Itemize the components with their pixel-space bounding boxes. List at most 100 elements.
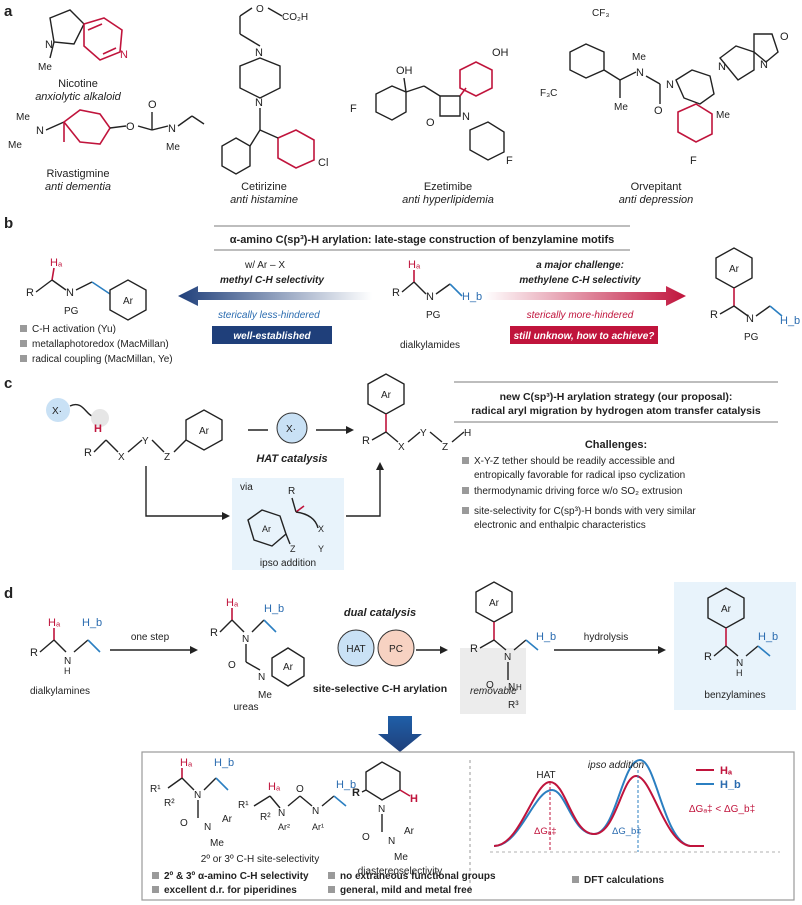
down-arrow — [378, 716, 422, 752]
svg-text:N: N — [462, 111, 470, 123]
svg-text:N: N — [66, 287, 74, 299]
cetirizine-structure: O CO₂H N N Cl — [221, 4, 328, 175]
svg-text:N: N — [242, 634, 249, 645]
svg-text:F: F — [350, 103, 357, 115]
svg-text:X·: X· — [286, 424, 296, 435]
via-arrow-in — [145, 466, 222, 517]
svg-text:Me: Me — [38, 62, 52, 73]
via-label: via — [240, 482, 253, 493]
svg-text:N: N — [204, 822, 211, 833]
orvepitant-structure: CF₃ F₃C Me N Me O N N O N Me F — [540, 8, 789, 167]
c-title-line1: new C(sp³)-H arylation strategy (our pro… — [500, 391, 733, 403]
svg-text:Me: Me — [16, 112, 30, 123]
svg-text:Y: Y — [142, 436, 149, 447]
hat-catalyst-text: HAT — [346, 644, 365, 655]
svg-text:Z: Z — [442, 442, 448, 453]
svg-text:Hₐ: Hₐ — [268, 781, 281, 793]
svg-text:OH: OH — [396, 65, 413, 77]
site-selectivity-examples: Hₐ H_b R¹ R² N O N Ar Me Hₐ R¹ R² N Ar² … — [150, 757, 356, 849]
svg-text:R: R — [352, 787, 360, 799]
c-title-line2: radical aryl migration by hydrogen atom … — [471, 405, 761, 417]
ipso-intermediate: Ar R X Y Z — [247, 486, 324, 554]
methylene-selectivity-label: methylene C-H selectivity — [519, 275, 641, 286]
svg-text:O: O — [362, 832, 370, 843]
svg-text:H: H — [94, 423, 102, 435]
site-selective-label: site-selective C-H arylation — [313, 683, 447, 695]
svg-text:R: R — [84, 447, 92, 459]
svg-text:N: N — [746, 313, 754, 325]
svg-text:O: O — [654, 105, 663, 117]
svg-text:H_b: H_b — [264, 603, 284, 615]
feature-item: 2º & 3º α-amino C-H selectivity — [164, 871, 309, 882]
svg-text:H_b: H_b — [462, 291, 482, 303]
svg-text:Ar: Ar — [721, 604, 732, 615]
svg-text:R¹: R¹ — [238, 800, 249, 811]
svg-text:N: N — [168, 123, 176, 135]
ipso-addition-box — [232, 478, 344, 570]
hat-catalysis-label: HAT catalysis — [256, 453, 327, 465]
drug-name-ezetimibe: Ezetimibe — [424, 181, 472, 193]
drug-use-rivastigmine: anti dementia — [45, 181, 111, 193]
svg-text:R: R — [704, 651, 712, 663]
methyl-arylation-product: R Hₐ N PG Ar — [26, 257, 147, 321]
drug-use-orvepitant: anti depression — [619, 194, 694, 206]
hat-catalyst-circle — [337, 629, 375, 667]
one-step-label: one step — [131, 632, 170, 643]
svg-text:PG: PG — [64, 306, 79, 317]
drug-name-rivastigmine: Rivastigmine — [47, 168, 110, 180]
well-established-text: well-established — [233, 331, 311, 342]
rivastigmine-structure: Me N Me O O N Me — [8, 99, 205, 153]
svg-text:PG: PG — [744, 332, 759, 343]
summary-box — [141, 751, 795, 901]
svg-text:R: R — [288, 486, 295, 497]
svg-text:R: R — [362, 435, 370, 447]
feature-item: no extraneous functional groups — [340, 871, 496, 882]
svg-text:Me: Me — [8, 140, 22, 151]
svg-text:X: X — [318, 524, 324, 534]
panel-label-b: b — [4, 215, 13, 232]
svg-text:H_b: H_b — [758, 631, 778, 643]
svg-text:N: N — [504, 652, 511, 663]
legend-label-a: Hₐ — [720, 765, 733, 777]
diastereoselectivity-label: diastereoselectivity — [358, 866, 442, 877]
legend-label-b: H_b — [720, 779, 741, 791]
svg-text:O: O — [486, 680, 494, 691]
drug-use-ezetimibe: anti hyperlipidemia — [402, 194, 494, 206]
svg-text:Me: Me — [614, 102, 628, 113]
panel-label-d: d — [4, 585, 13, 602]
svg-text:O: O — [426, 117, 435, 129]
challenge-item: electronic and enthalpic characteristics — [474, 520, 646, 531]
svg-text:H_b: H_b — [214, 757, 234, 769]
svg-text:Me: Me — [394, 852, 408, 863]
removable-label: removable — [470, 686, 517, 697]
svg-text:O: O — [126, 121, 135, 133]
d-urea: R Hₐ N H_b O N Me Ar — [210, 597, 305, 701]
challenges-list: X-Y-Z tether should be readily accessibl… — [462, 456, 696, 531]
svg-text:Ar: Ar — [489, 598, 500, 609]
svg-text:O: O — [228, 660, 236, 671]
challenge-item: X-Y-Z tether should be readily accessibl… — [474, 456, 675, 467]
svg-text:H: H — [464, 428, 471, 439]
svg-text:OH: OH — [492, 47, 509, 59]
more-hindered-label: sterically more-hindered — [527, 310, 634, 321]
svg-text:R: R — [30, 647, 38, 659]
svg-text:N: N — [378, 804, 385, 815]
drug-name-cetirizine: Cetirizine — [241, 181, 287, 193]
c-product: Ar R X Y Z H — [362, 373, 471, 453]
svg-text:Ar: Ar — [262, 524, 271, 534]
via-arrow-out — [346, 470, 381, 517]
svg-text:R²: R² — [164, 798, 175, 809]
benzylamines-label: benzylamines — [704, 690, 765, 701]
svg-text:O: O — [180, 818, 188, 829]
svg-text:Ar: Ar — [729, 264, 740, 275]
major-challenge-label: a major challenge: — [536, 260, 624, 271]
svg-text:N: N — [312, 806, 319, 817]
svg-text:Ar: Ar — [404, 826, 415, 837]
feature-item: general, mild and metal free — [340, 885, 473, 896]
svg-text:N: N — [718, 61, 726, 73]
panel-label-c: c — [4, 375, 12, 392]
svg-text:Ar: Ar — [222, 814, 233, 825]
svg-text:Z: Z — [290, 544, 296, 554]
dft-label: DFT calculations — [584, 875, 664, 886]
